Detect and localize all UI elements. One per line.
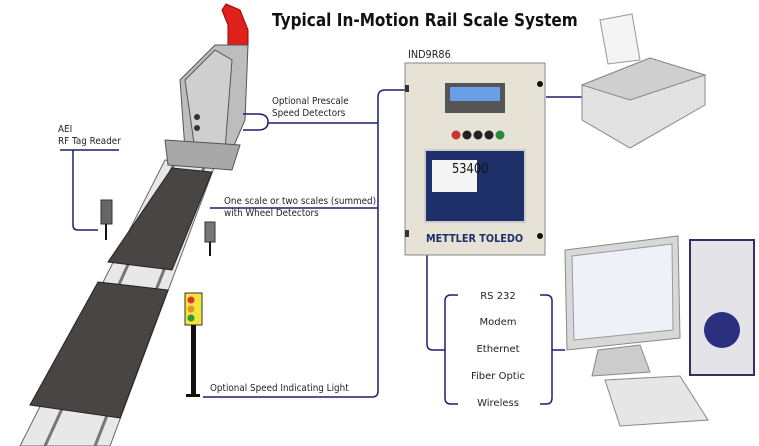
scale-platform-2 — [29, 281, 169, 419]
wheel-detector — [204, 221, 216, 256]
connection-lines — [60, 89, 582, 405]
speed-light-label: Optional Speed Indicating Light — [210, 383, 349, 394]
comm-ethernet: Ethernet — [476, 344, 520, 355]
prescale-label-line1: Optional Prescale — [272, 96, 349, 107]
diagram-title: Typical In-Motion Rail Scale System — [272, 10, 578, 31]
ind9r86-terminal — [404, 62, 546, 256]
terminal-model-label: IND9R86 — [408, 48, 451, 61]
aei-label-line2: RF Tag Reader — [58, 136, 121, 147]
aei-reader — [100, 199, 113, 240]
brand-label: METTLER TOLEDO — [426, 232, 524, 245]
speed-indicating-light — [184, 292, 203, 397]
locomotive — [164, 3, 249, 171]
comm-fiber-optic: Fiber Optic — [470, 371, 525, 382]
computer — [564, 235, 755, 427]
printer — [580, 13, 707, 149]
aei-label-line1: AEI — [58, 124, 73, 135]
scale-label-line1: One scale or two scales (summed) — [224, 196, 377, 207]
comm-wireless: Wireless — [477, 398, 519, 409]
scale-label-line2: with Wheel Detectors — [224, 208, 319, 219]
comm-rs232: RS 232 — [480, 291, 516, 302]
weight-display: 53400 — [452, 162, 489, 177]
prescale-label-line2: Speed Detectors — [272, 108, 346, 119]
comm-modem: Modem — [479, 317, 517, 328]
scale-platform-1 — [107, 167, 213, 271]
